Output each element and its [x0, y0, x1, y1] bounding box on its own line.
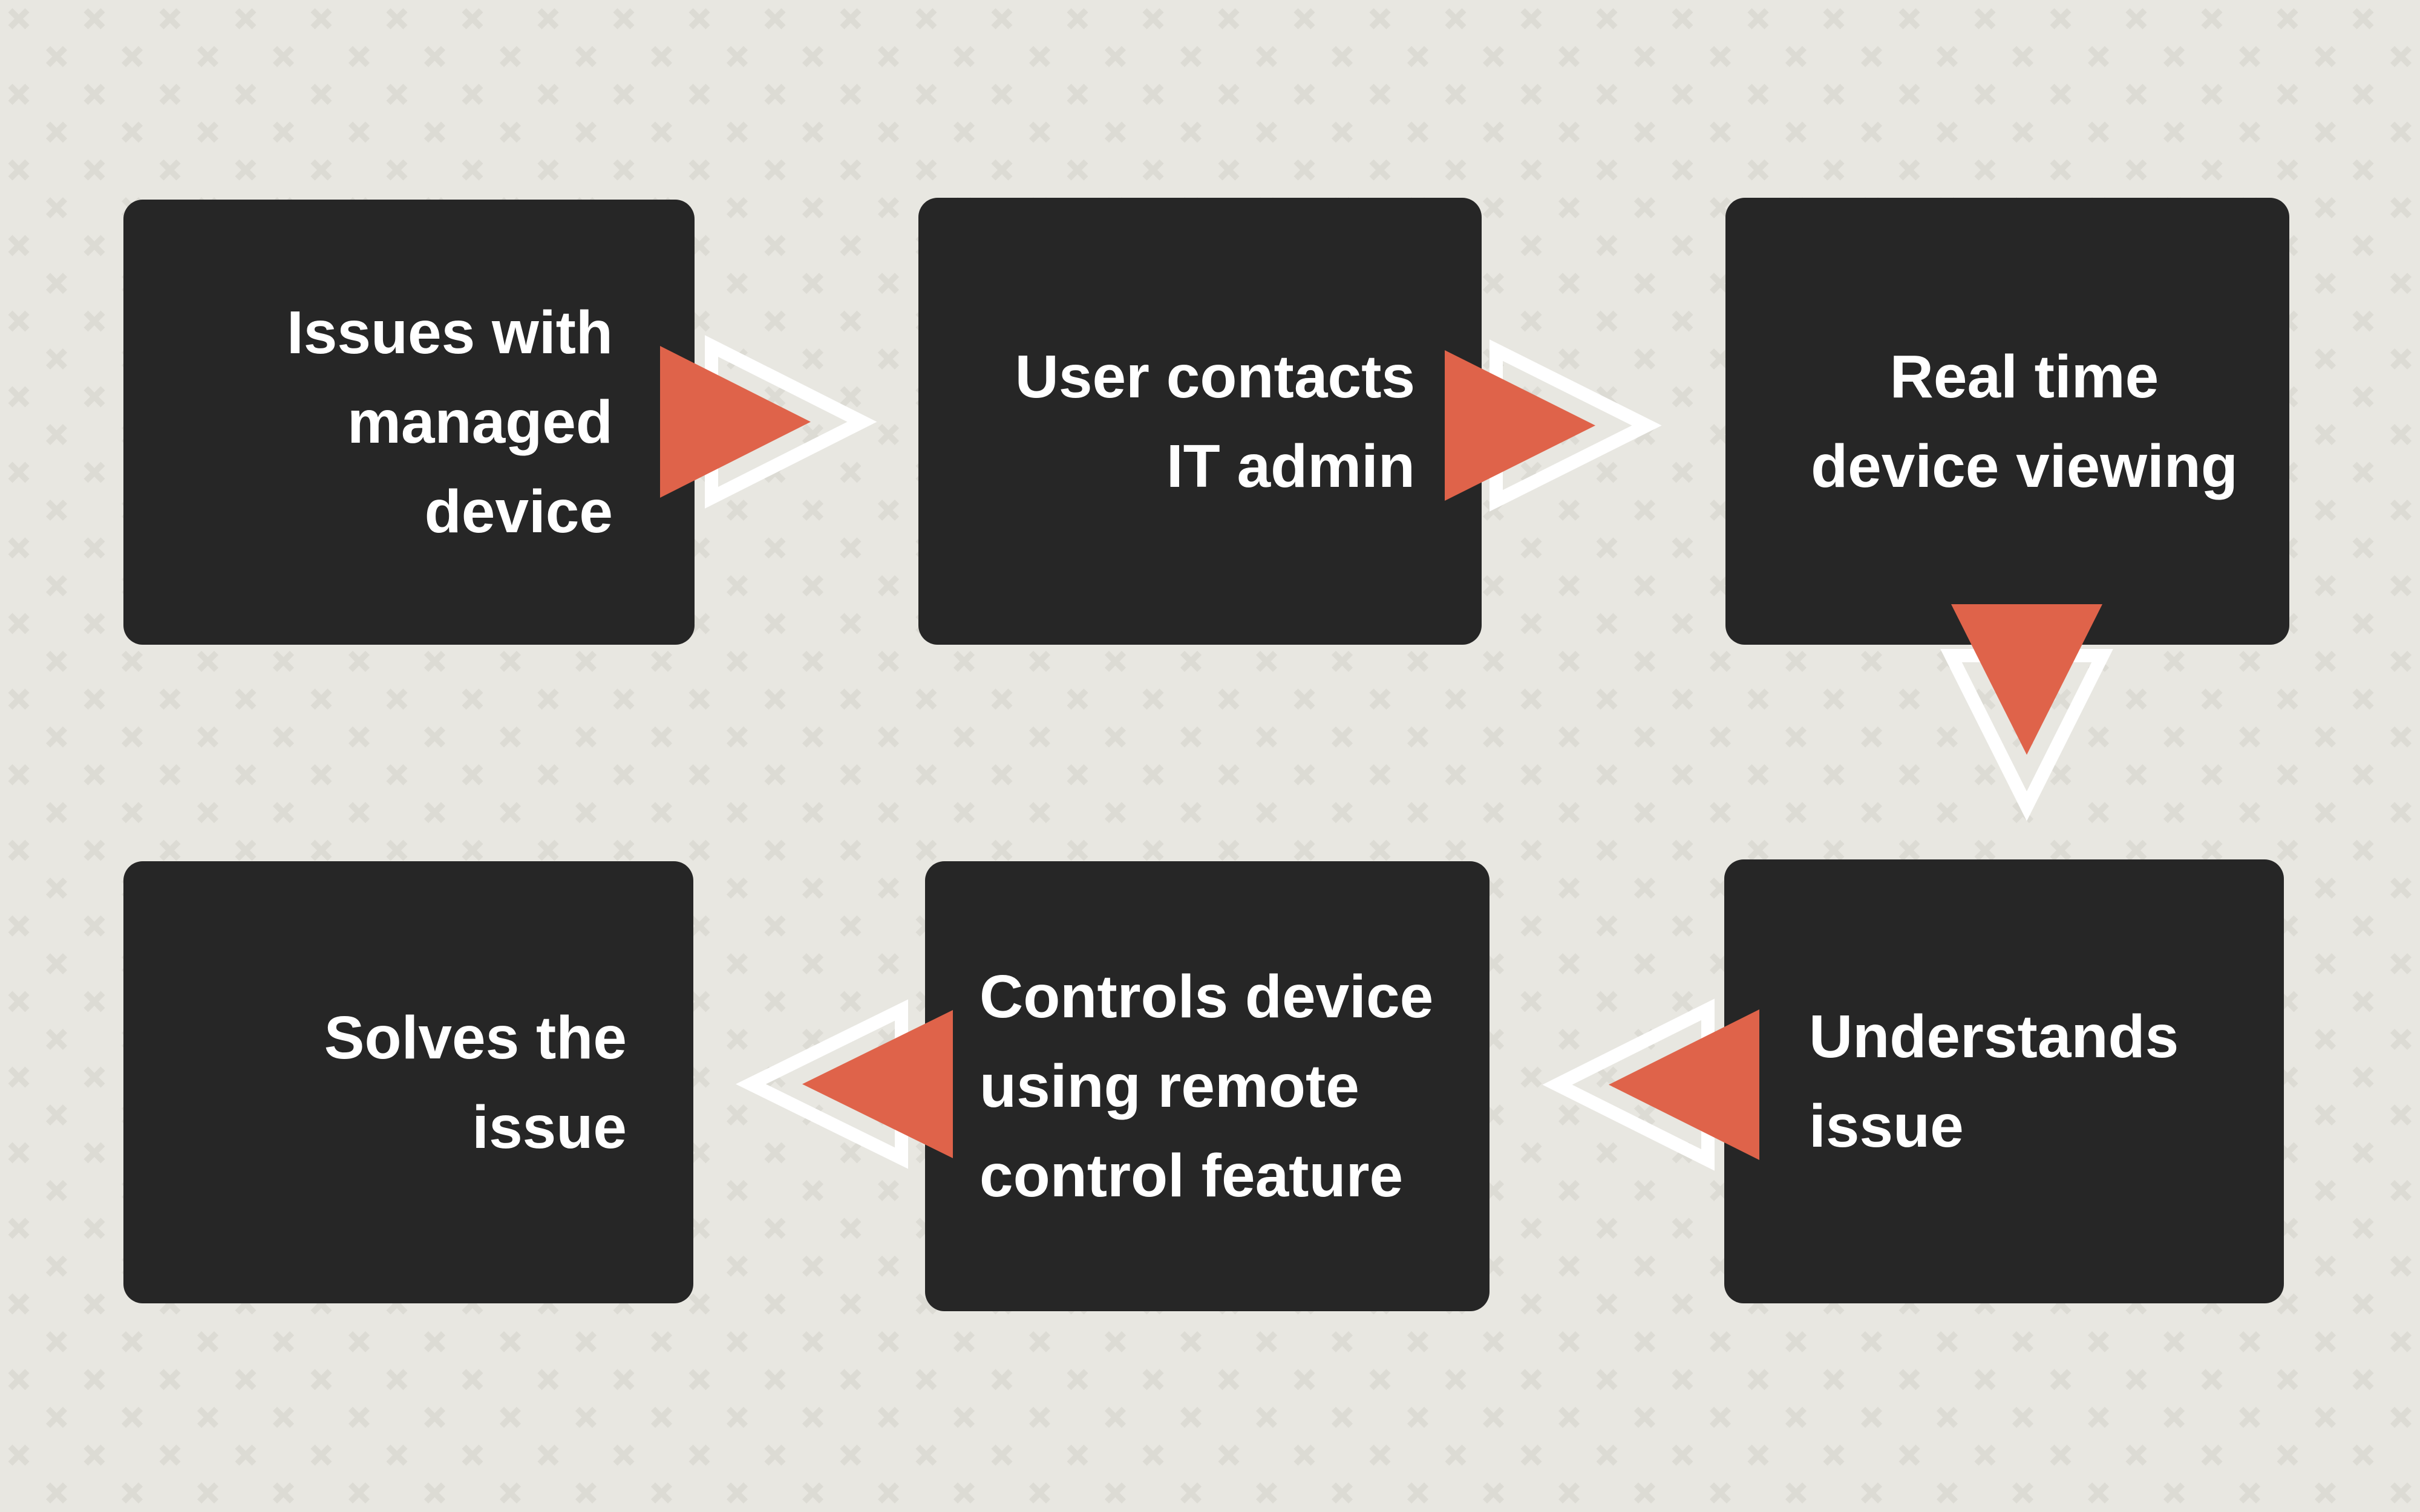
- step-understand-label: Understands issue: [1809, 1003, 2179, 1160]
- step-solve-label: Solves the issue: [324, 1003, 627, 1161]
- step-issues-label: Issues with managed device: [286, 299, 613, 546]
- step-contact-box: User contacts IT admin: [918, 198, 1482, 645]
- step-control-label: Controls device using remote control fea…: [979, 963, 1434, 1210]
- step-viewing-box: Real time device viewing: [1725, 198, 2289, 645]
- step-viewing-label: Real time device viewing: [1811, 342, 2238, 500]
- step-control-box: Controls device using remote control fea…: [925, 861, 1490, 1311]
- step-understand-box: Understands issue: [1724, 859, 2284, 1303]
- step-contact-label: User contacts IT admin: [1015, 342, 1415, 500]
- step-issues-box: Issues with managed device: [123, 200, 695, 645]
- step-solve-box: Solves the issue: [123, 861, 693, 1303]
